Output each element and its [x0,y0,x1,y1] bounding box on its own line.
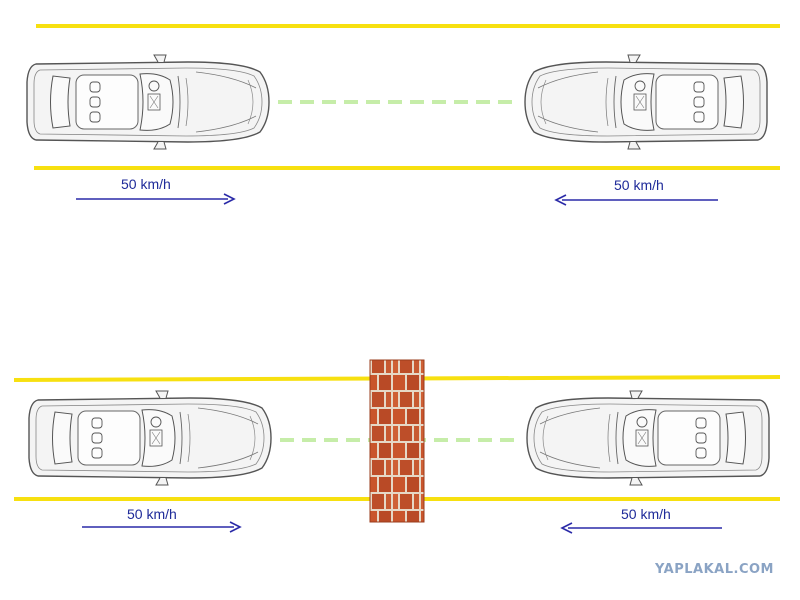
speed-label-right: 50 km/h [621,506,671,522]
scenario-1 [26,24,780,206]
watermark: YAPLAKAL.COM [655,562,774,577]
car-right [526,390,770,486]
speed-label-left: 50 km/h [121,176,171,192]
brick-wall [369,359,425,523]
car-right [524,54,768,150]
speed-label-right: 50 km/h [614,177,664,193]
car-left [26,54,270,150]
car-left [28,390,272,486]
arrow-left [560,522,722,534]
arrow-right [82,521,242,533]
speed-label-left: 50 km/h [127,506,177,522]
scenario-2 [13,359,781,534]
arrow-right [76,193,236,205]
arrow-left [554,194,718,206]
